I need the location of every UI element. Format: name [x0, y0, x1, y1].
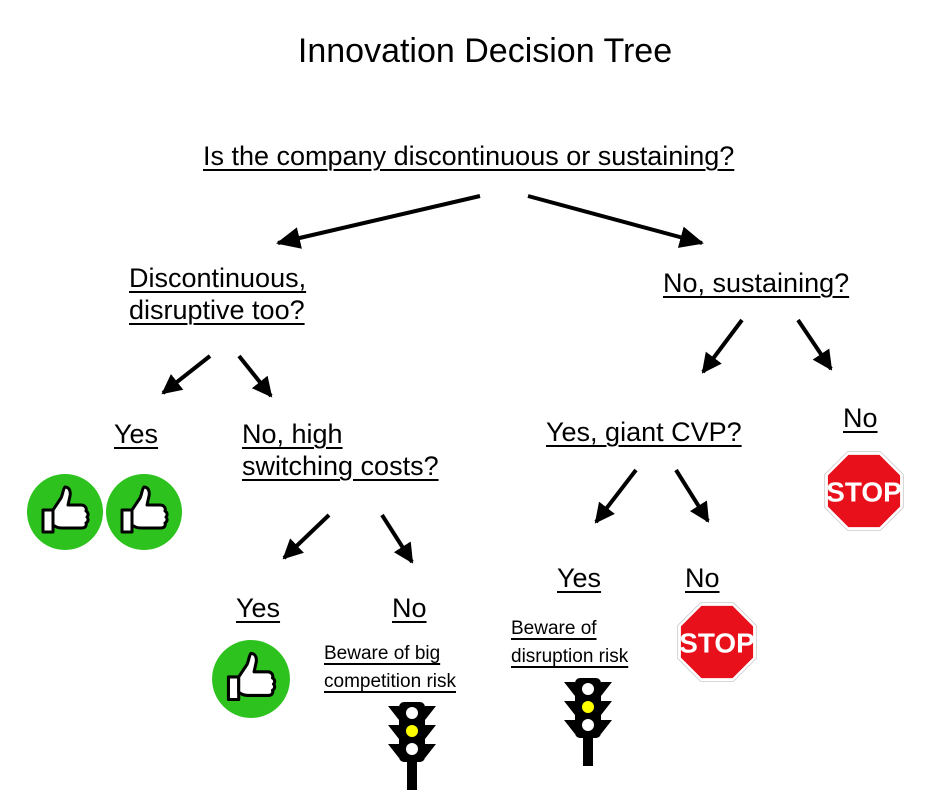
thumbs-up-icon [106, 474, 182, 550]
switch-yes-label: Yes [236, 593, 281, 623]
arrow-root-left [276, 194, 481, 249]
disc-no-line-2: switching costs? [242, 451, 439, 482]
competition-note-line-1: Beware of big [324, 643, 441, 664]
cvp-yes-label: Yes [557, 563, 602, 593]
sust-no-label: No [843, 403, 878, 433]
arrow-sust-no [796, 318, 833, 371]
traffic-light-icon [388, 702, 436, 790]
cvp-no-label: No [685, 563, 720, 593]
discontinuous-line-2: disruptive too? [129, 295, 305, 326]
cvp-question-node: Yes, giant CVP? [546, 417, 742, 447]
page-title: Innovation Decision Tree [297, 32, 673, 70]
arrow-disc-yes [161, 354, 212, 395]
disc-yes-label: Yes [114, 419, 159, 449]
arrow-cvp-no [674, 468, 710, 523]
thumbs-up-icon [212, 640, 290, 718]
arrow-cvp-yes [594, 468, 638, 524]
traffic-light-icon [564, 678, 612, 766]
disruption-note-line-2: disruption risk [511, 645, 629, 667]
arrow-root-right [527, 194, 704, 248]
disruption-note-line-1: Beware of [511, 618, 597, 639]
root-question: Is the company discontinuous or sustaini… [203, 141, 735, 171]
stop-text: STOP [679, 628, 754, 659]
discontinuous-line-1: Discontinuous, [129, 263, 307, 293]
competition-note-line-2: competition risk [324, 670, 456, 692]
disruption-risk-note: Beware of disruption risk [511, 615, 628, 670]
stop-sign-icon: STOP [824, 451, 904, 531]
sustaining-node: No, sustaining? [663, 268, 850, 298]
arrow-sust-yes [701, 318, 744, 374]
competition-risk-note: Beware of big competition risk [324, 640, 456, 695]
arrow-switch-yes [282, 513, 331, 560]
disc-no-line-1: No, high [242, 419, 343, 449]
stop-sign-icon: STOP [677, 602, 757, 682]
arrow-disc-no [237, 354, 273, 398]
arrow-switch-no [380, 513, 414, 564]
disc-no-node: No, high switching costs? [242, 418, 439, 483]
switch-no-label: No [392, 593, 427, 623]
stop-text: STOP [826, 477, 901, 508]
discontinuous-node: Discontinuous, disruptive too? [129, 262, 306, 327]
thumbs-up-icon [27, 474, 103, 550]
